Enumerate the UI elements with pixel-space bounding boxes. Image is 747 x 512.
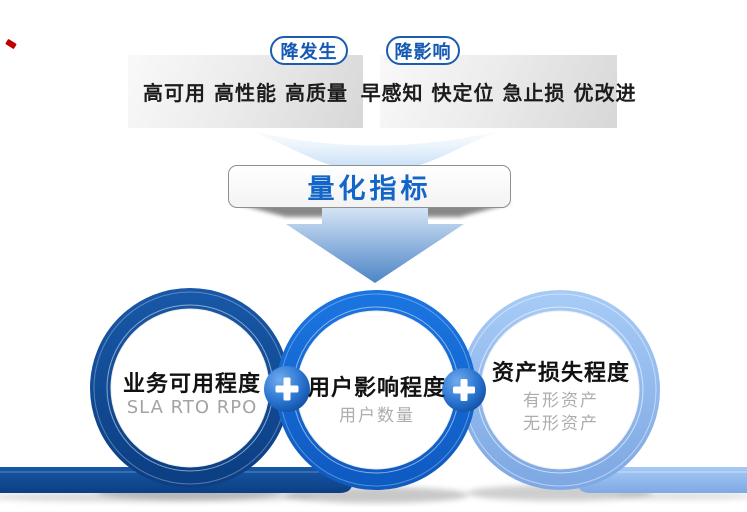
- reduce-occurrence-items: 高可用 高性能 高质量: [143, 81, 348, 105]
- plus-icon: [264, 366, 310, 412]
- metric-title-asset-loss: 资产损失程度: [491, 361, 631, 386]
- reduce-impact-items: 早感知 快定位 急止损 优改进: [360, 81, 637, 105]
- metric-sub-intangible-assets: 无形资产: [523, 414, 599, 434]
- quantified-indicator-label: 量化指标: [307, 174, 432, 205]
- panel-reduce-impact: 早感知 快定位 急止损 优改进: [361, 55, 635, 128]
- badge-reduce-occurrence: 降发生: [270, 36, 348, 65]
- funnel-glow: [252, 131, 498, 166]
- metric-sub-tangible-assets: 有形资产: [523, 391, 599, 411]
- badge-reduce-impact: 降影响: [386, 36, 460, 65]
- metric-title-user-impact: 用户影响程度: [307, 376, 447, 401]
- metric-sub-sla-rto-rpo: SLA RTO RPO: [126, 397, 258, 418]
- panel-reduce-occurrence: 高可用 高性能 高质量: [128, 55, 363, 128]
- plus-icon: [442, 368, 486, 412]
- down-arrow-icon: [286, 206, 464, 283]
- metric-sub-user-count: 用户数量: [339, 406, 415, 426]
- quantified-indicator-box: 量化指标: [228, 165, 511, 208]
- ribbon-light: [577, 467, 747, 493]
- metric-title-business-availability: 业务可用程度: [122, 372, 262, 397]
